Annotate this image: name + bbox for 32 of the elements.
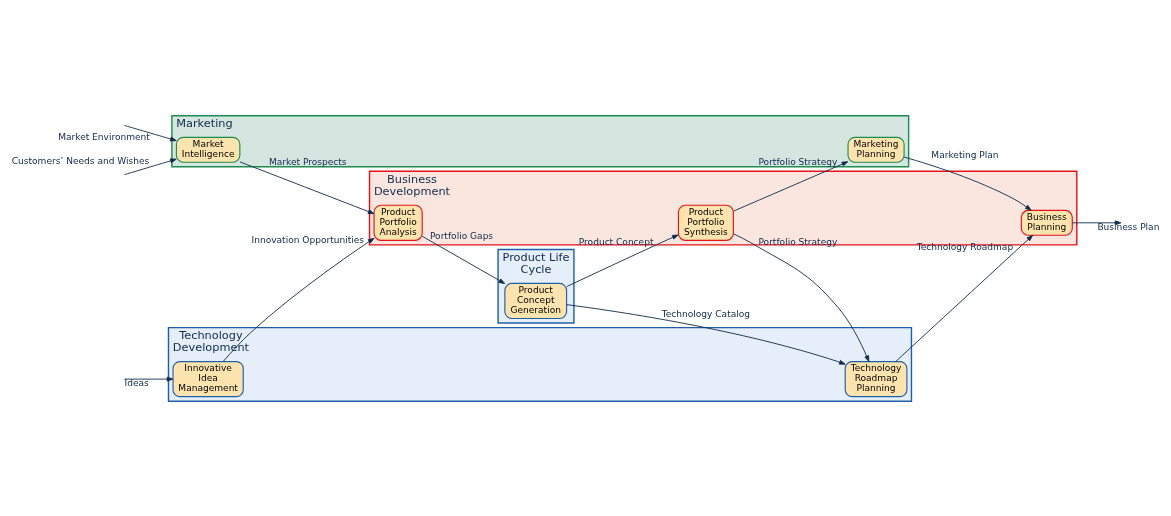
node-box: Technology Roadmap Planning — [844, 360, 908, 397]
arrow — [239, 160, 375, 214]
node-box: Product Concept Generation — [504, 282, 568, 319]
edge-label: Marketing Plan — [931, 149, 999, 160]
arrow — [1071, 219, 1122, 225]
edge-label: Business Plan — [1097, 221, 1160, 232]
node-box: Product Portfolio Analysis — [373, 204, 423, 241]
edge-label: Product Concept — [578, 236, 654, 247]
edge-label: Market Environment — [58, 131, 150, 142]
arrow — [733, 232, 870, 362]
arrow — [123, 376, 174, 382]
arrow — [123, 157, 177, 175]
edge-label: Portfolio Strategy — [758, 156, 838, 167]
arrow — [123, 124, 177, 141]
node-box: Market Intelligence — [175, 136, 241, 163]
edge-label: Portfolio Gaps — [429, 230, 494, 241]
edge-label: Ideas — [124, 377, 149, 388]
edge-label: Customers’ Needs and Wishes — [11, 155, 150, 166]
arrow — [421, 235, 506, 284]
arrow — [566, 303, 846, 365]
edge-label: Technology Catalog — [661, 308, 751, 319]
node-box: Marketing Planning — [847, 136, 905, 163]
arrow — [732, 160, 849, 212]
arrow — [222, 237, 375, 362]
node-box: Innovative Idea Management — [172, 360, 244, 397]
arrow — [903, 156, 1032, 211]
node-box: Business Planning — [1020, 209, 1073, 236]
arrow — [895, 234, 1033, 362]
edge-label: Innovation Opportunities — [251, 234, 365, 245]
edge-label: Market Prospects — [269, 156, 347, 167]
arrow — [566, 233, 679, 287]
node-box: Product Portfolio Synthesis — [677, 204, 734, 241]
